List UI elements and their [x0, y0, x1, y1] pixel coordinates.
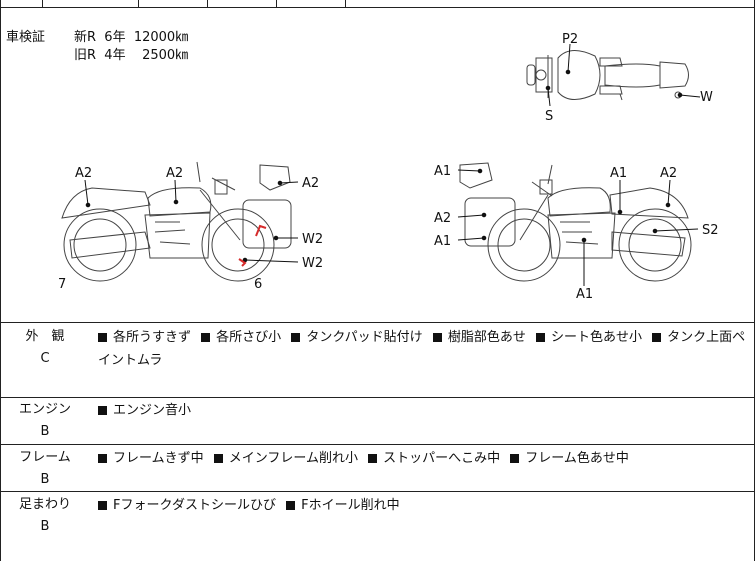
bullet-square: [510, 453, 520, 463]
row-divider: [0, 444, 755, 445]
condition-item: フレーム色あせ中: [525, 451, 629, 466]
row-grade-engine: B: [40, 424, 50, 439]
condition-item: 各所うすきず: [113, 330, 192, 345]
label-a2: A2: [434, 211, 451, 226]
top-cell-divider: [138, 0, 139, 7]
row-divider: [0, 397, 755, 398]
bullet-square: [98, 453, 107, 463]
bullet-square: [368, 453, 378, 463]
row-title-frame: フレーム: [19, 450, 71, 465]
inspection-label: 車検証: [6, 30, 46, 45]
condition-item: タンクパッド貼付け: [306, 330, 423, 345]
row-items-exterior: 各所うすきず 各所さび小 タンクパッド貼付け 樹脂部色あせ シート色あせ小 タン…: [98, 326, 748, 372]
top-cell-divider: [207, 0, 208, 7]
condition-item: Fフォークダストシールひび: [113, 498, 276, 513]
row-grade-frame: B: [40, 472, 50, 487]
label-a2: A2: [660, 166, 677, 181]
inspection-old: 旧R 4年 2500㎞: [74, 48, 189, 63]
label-a2: A2: [166, 166, 183, 181]
left-side-motorcycle: [61, 161, 292, 282]
bullet-square: [652, 332, 662, 342]
red-damage-mark: [238, 258, 247, 267]
label-a1: A1: [434, 164, 451, 179]
label-w2: W2: [302, 232, 323, 247]
row-title-engine: エンジン: [18, 402, 71, 417]
label-a1: A1: [434, 234, 451, 249]
row-grade-exterior: C: [40, 351, 50, 366]
row-items-engine: エンジン音小: [98, 399, 748, 422]
label-s: S: [545, 109, 553, 124]
condition-item: フレームきず中: [113, 451, 204, 466]
label-a1: A1: [610, 166, 627, 181]
top-cell-divider: [42, 0, 43, 7]
label-a1: A1: [576, 287, 593, 302]
top-view-motorcycle: [526, 50, 689, 101]
label-7: 7: [58, 277, 66, 292]
red-damage-mark: [255, 224, 267, 237]
condition-item: 各所さび小: [216, 330, 282, 345]
bullet-square: [432, 332, 442, 342]
condition-item: シート色あせ小: [550, 330, 642, 345]
condition-item: ストッパーへこみ中: [383, 451, 501, 466]
bullet-square: [98, 332, 107, 342]
label-s2: S2: [702, 223, 719, 238]
bullet-square: [291, 332, 301, 342]
label-a2: A2: [302, 176, 319, 191]
bullet-square: [286, 500, 296, 510]
label-w2: W2: [302, 256, 323, 271]
row-items-suspension: Fフォークダストシールひび Fホイール削れ中: [98, 494, 748, 517]
label-p2: P2: [562, 32, 578, 47]
bullet-square: [98, 405, 107, 415]
condition-item: メインフレーム削れ小: [228, 451, 358, 466]
motorcycle-diagram: P2 S W A2 A2 A2 W2 W2 7 6 A1 A2 A1 A1 A2…: [58, 32, 719, 302]
row-grade-suspension: B: [40, 519, 50, 534]
right-side-motorcycle: [459, 162, 692, 282]
condition-item: Fホイール削れ中: [301, 498, 400, 513]
label-a2: A2: [75, 166, 92, 181]
row-title-suspension: 足まわり: [18, 497, 71, 512]
label-w: W: [700, 90, 713, 105]
row-divider: [0, 491, 755, 492]
bullet-square: [201, 332, 211, 342]
condition-item: 樹脂部色あせ: [447, 330, 526, 345]
row-items-frame: フレームきず中 メインフレーム削れ小 ストッパーへこみ中 フレーム色あせ中: [98, 447, 748, 470]
bullet-square: [213, 453, 223, 463]
label-6: 6: [254, 277, 262, 292]
condition-item: エンジン音小: [113, 403, 192, 418]
row-title-exterior: 外 観: [25, 329, 65, 344]
row-divider: [0, 322, 755, 323]
top-cell-divider: [345, 0, 346, 7]
row-divider: [0, 7, 755, 8]
bullet-square: [535, 332, 545, 342]
condition-item: タンク上面ペイントムラ: [98, 330, 746, 368]
bullet-square: [98, 500, 107, 510]
top-cell-divider: [276, 0, 277, 7]
inspection-new: 新R 6年 12000㎞: [74, 30, 189, 45]
